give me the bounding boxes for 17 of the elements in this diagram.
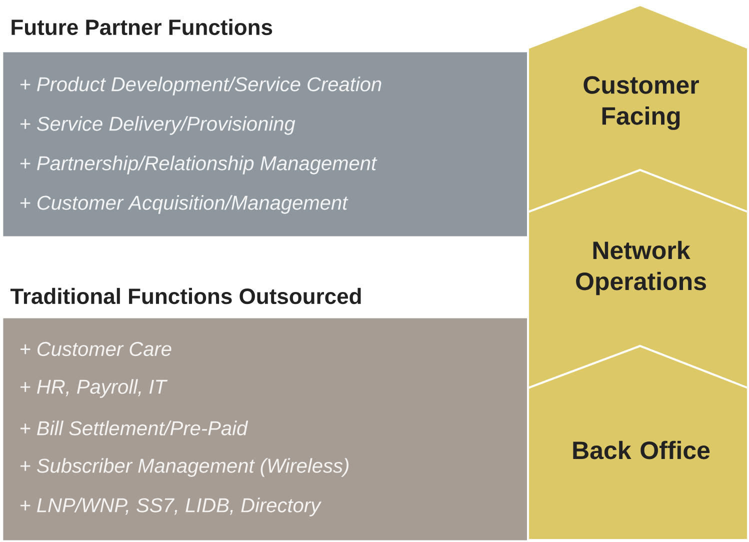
list-item: + Bill Settlement/Pre-Paid: [20, 420, 248, 436]
list-item: + Service Delivery/Provisioning: [20, 116, 296, 135]
node-label: Future Partner Functions: [12, 18, 272, 36]
node-label: Customer Facing: [584, 76, 699, 130]
list-item: + Product Development/Service Creation: [20, 76, 382, 96]
list-item: + Subscriber Management (Wireless): [20, 458, 348, 477]
list-item: + LNP/WNP, SS7, LIDB, Directory: [20, 498, 322, 516]
chevron-segment: Customer Facing: [527, 4, 749, 214]
list-item: + Customer Care: [20, 342, 172, 356]
chevron-segment: Network Operations: [527, 168, 749, 390]
node-label: Network Operations: [576, 240, 706, 296]
list-item: + Customer Acquisition/Management: [20, 195, 348, 214]
node-label: Traditional Functions Outsourced: [10, 288, 361, 304]
list-item: + Partnership/Relationship Management: [20, 156, 378, 174]
list-item: + HR, Payroll, IT: [20, 379, 168, 398]
chevron-segment: Back Office: [527, 344, 749, 541]
node-label: Back Office: [573, 440, 710, 460]
